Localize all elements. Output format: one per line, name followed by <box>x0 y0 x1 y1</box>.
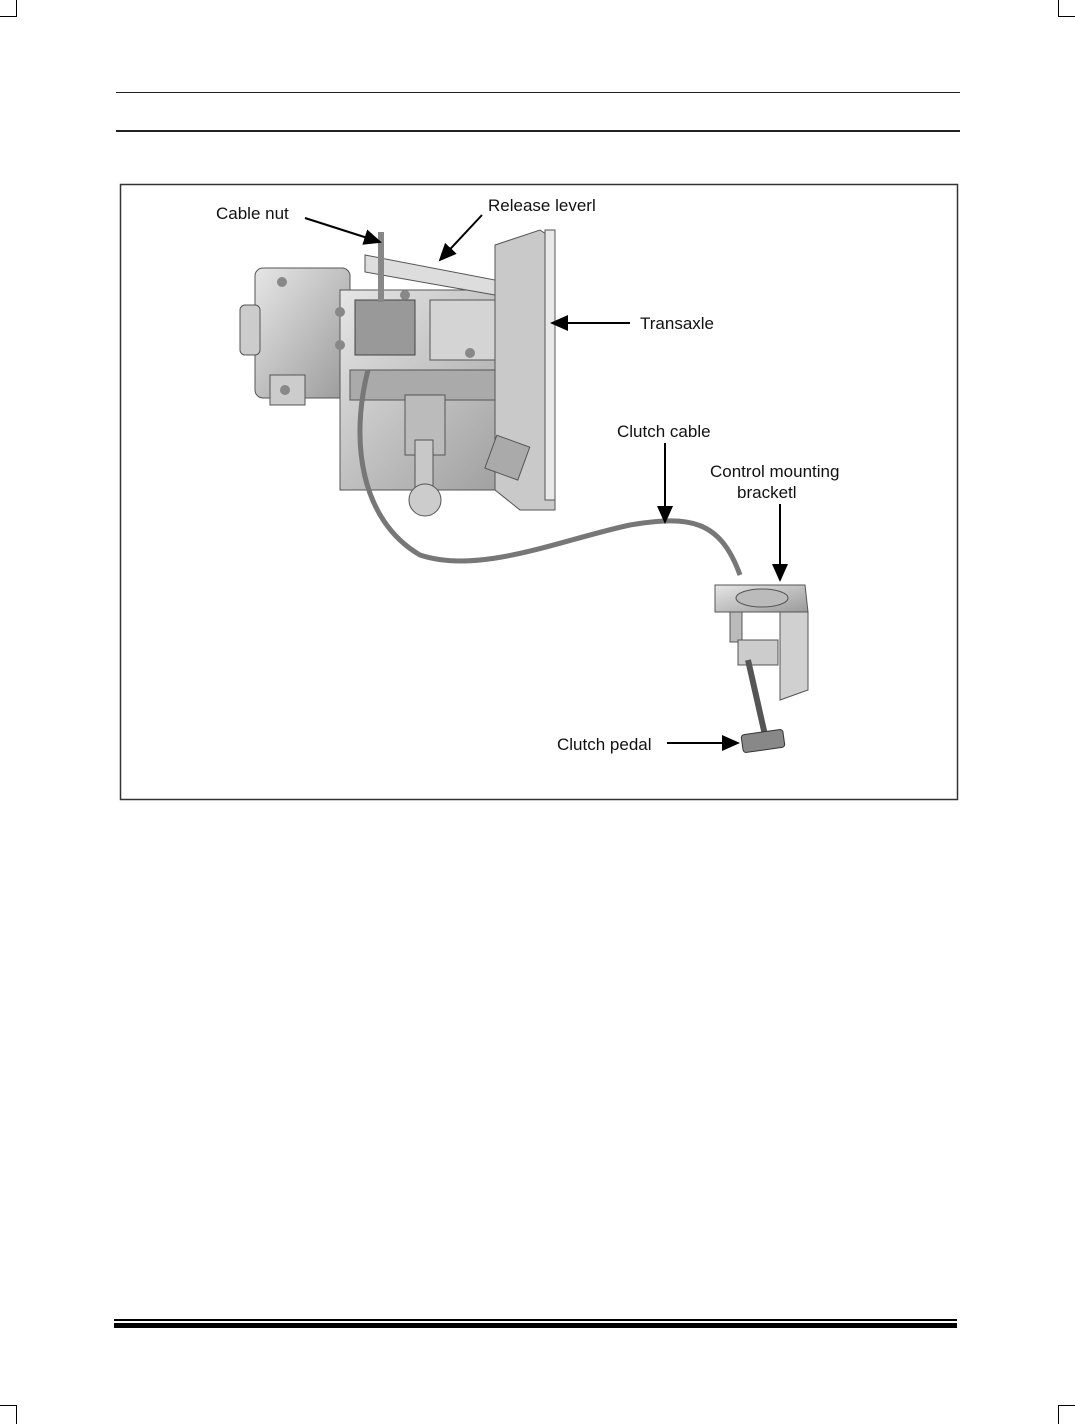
label-transaxle: Transaxle <box>640 314 714 333</box>
footer-rule-thin <box>114 1319 957 1321</box>
transaxle-illustration <box>239 229 556 517</box>
label-clutch-pedal: Clutch pedal <box>557 735 652 754</box>
header-rule-top <box>116 92 960 93</box>
clutch-pedal-illustration <box>740 659 786 753</box>
control-bracket-illustration <box>714 584 809 701</box>
figure-frame <box>119 183 959 801</box>
clutch-cable-illustration <box>357 369 743 576</box>
release-lever-arrow <box>438 214 483 262</box>
label-clutch-cable: Clutch cable <box>617 422 711 441</box>
label-control-mounting-bracket: bracketl <box>737 483 797 502</box>
label-control-mounting: Control mounting <box>710 462 839 481</box>
crop-mark-bottom-right <box>1058 1405 1075 1424</box>
crop-mark-top-left <box>0 0 17 17</box>
label-cable-nut: Cable nut <box>216 204 289 223</box>
crop-mark-bottom-left <box>0 1405 17 1424</box>
crop-mark-top-right <box>1058 0 1075 17</box>
header-rule-bottom <box>116 130 960 132</box>
label-release-lever: Release leverl <box>488 196 596 215</box>
cable-nut-arrow <box>304 217 382 245</box>
footer-rule-thick <box>114 1323 957 1328</box>
